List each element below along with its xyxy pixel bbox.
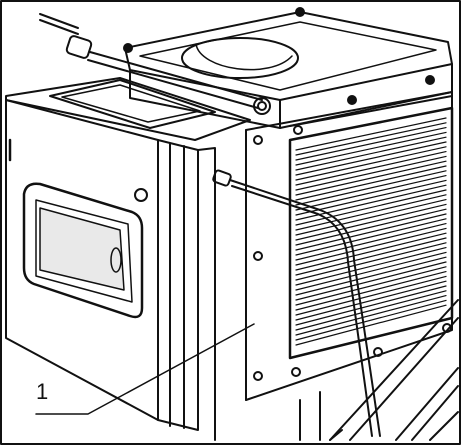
control-cabinet — [5, 77, 251, 441]
bolt — [442, 323, 452, 333]
bolt — [291, 367, 301, 377]
bolt — [123, 43, 133, 53]
bolt — [253, 371, 263, 381]
top-duct-assembly — [123, 7, 453, 129]
bolt — [295, 7, 305, 17]
bolt — [347, 95, 357, 105]
callout-label: 1 — [36, 379, 49, 404]
bolt — [293, 125, 303, 135]
bolt — [373, 347, 383, 357]
display-screen — [39, 207, 125, 291]
side-panel — [245, 91, 453, 401]
callout-leader-line — [35, 323, 255, 415]
pipe-valve — [39, 13, 271, 115]
bolt — [253, 251, 263, 261]
bolt — [425, 75, 435, 85]
control-panel — [22, 182, 144, 319]
knob — [134, 188, 148, 202]
ventilation-grille — [288, 106, 454, 360]
bolt — [253, 135, 263, 145]
fan-drum — [181, 37, 299, 79]
sensor-cable — [212, 169, 381, 437]
support-struts — [299, 299, 459, 441]
